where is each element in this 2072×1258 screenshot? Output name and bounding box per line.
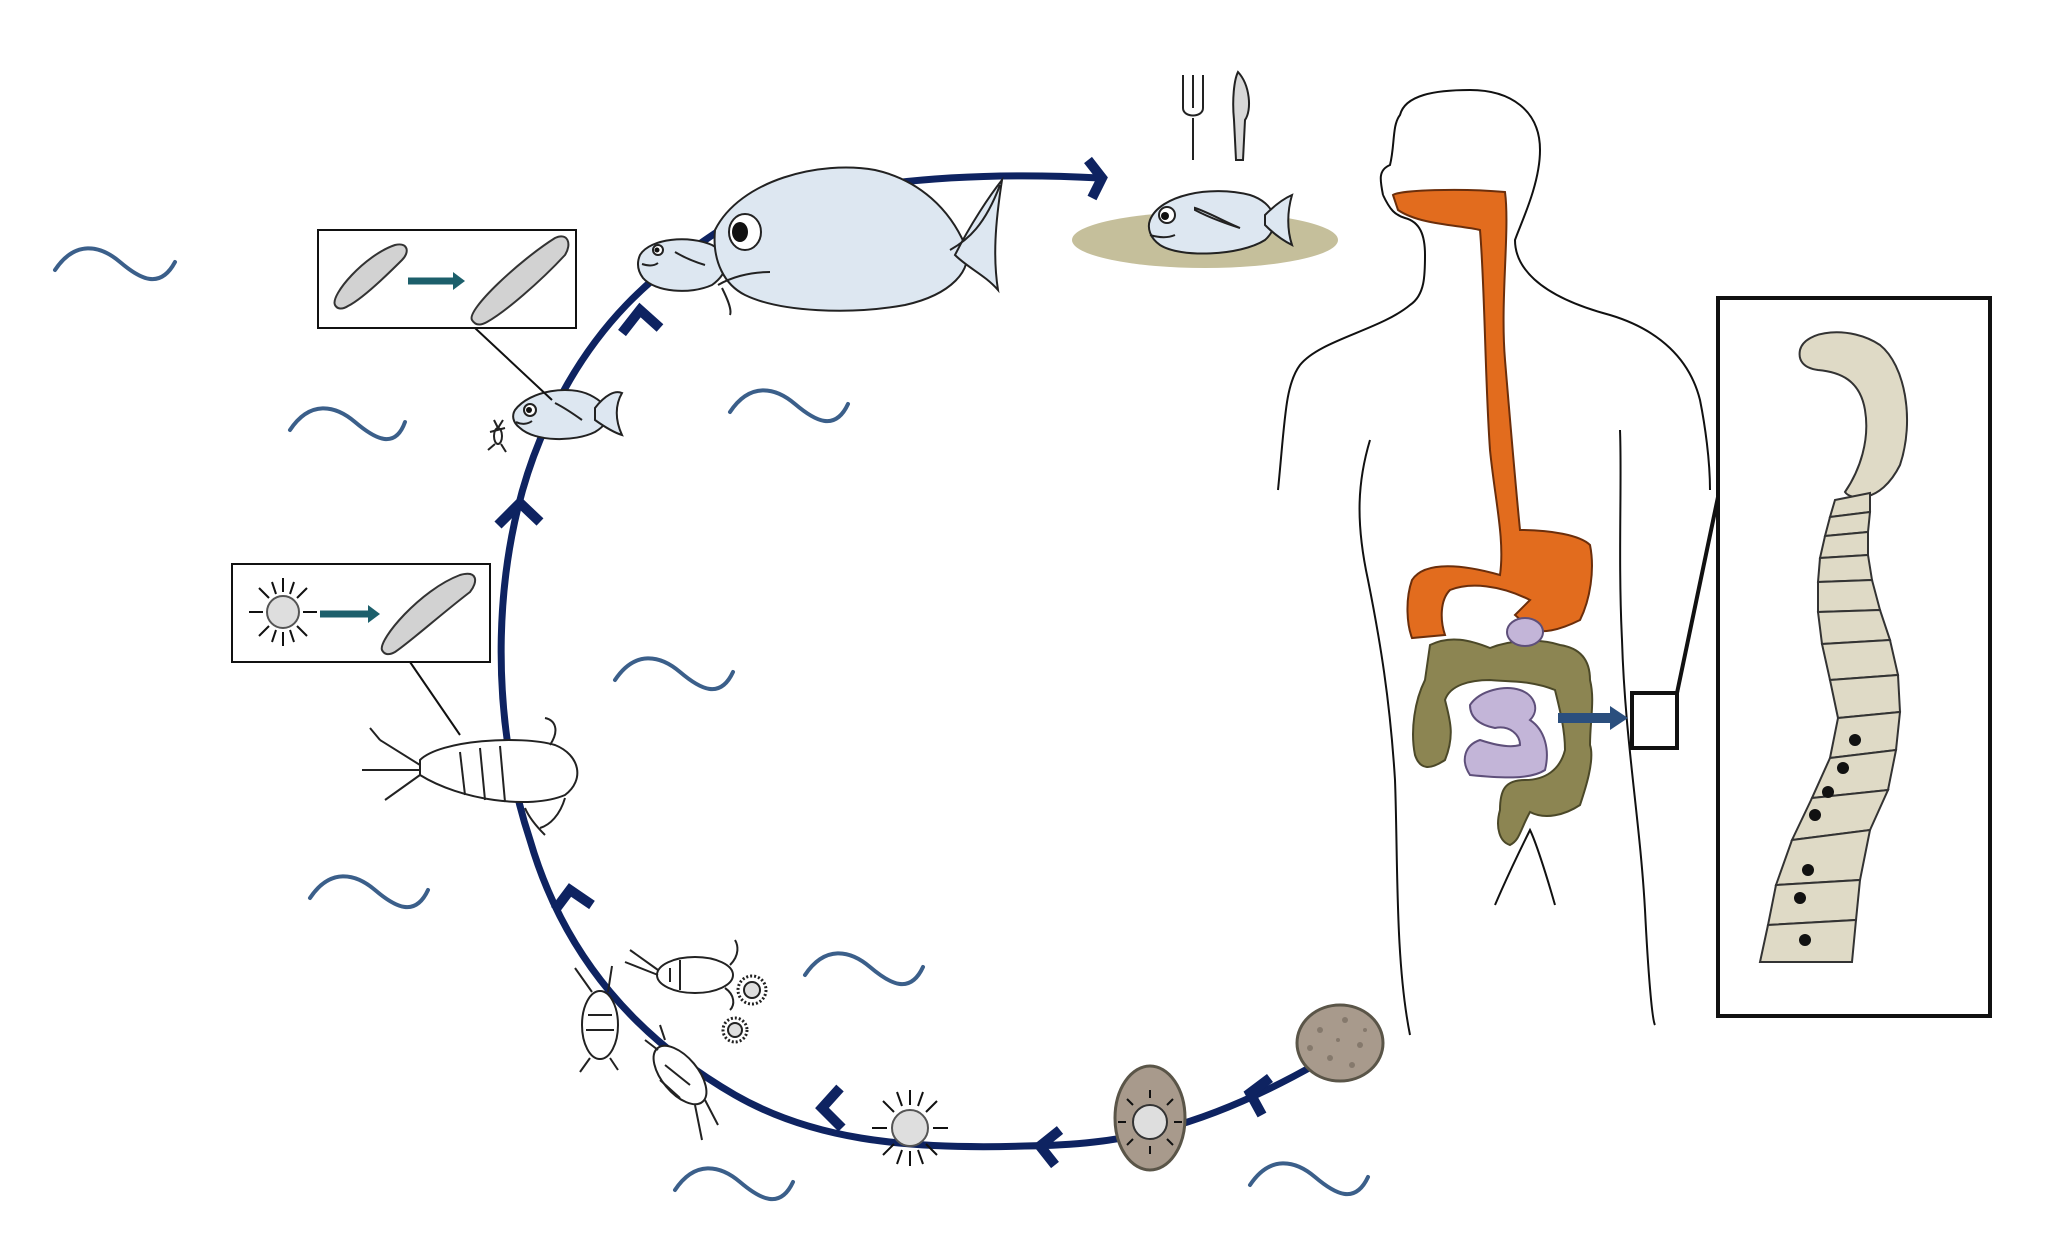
water-wave xyxy=(308,874,430,910)
small-coracidium xyxy=(736,974,768,1006)
procercoid-inset xyxy=(231,563,491,736)
human-body xyxy=(1277,88,1711,1036)
intestine-pointer xyxy=(1558,496,1720,750)
inset-procercoid xyxy=(380,572,477,656)
egg-stage xyxy=(1113,1003,1385,1172)
esophagus-and-stomach xyxy=(1391,188,1593,640)
adult-worm-inset xyxy=(1716,296,1992,1018)
copepod-with-procercoid xyxy=(362,717,579,836)
water-wave xyxy=(613,656,735,692)
coracidium xyxy=(872,1090,948,1166)
cycle-path xyxy=(497,172,1322,1151)
inset-procercoid-2 xyxy=(333,243,408,310)
copepod xyxy=(624,939,739,1011)
fish-predation xyxy=(637,166,1004,316)
small-fish xyxy=(512,389,624,440)
unembryonated-egg xyxy=(1295,1003,1385,1083)
prey-fish xyxy=(637,238,727,292)
cycle-arrowhead xyxy=(1084,156,1108,201)
plated-fish xyxy=(1147,190,1294,255)
cycle-arrowhead xyxy=(1032,1126,1064,1169)
large-fish xyxy=(713,166,1004,316)
duodenum xyxy=(1506,617,1544,647)
cycle-arrowhead xyxy=(551,883,595,913)
inset-plerocercoid xyxy=(470,235,570,326)
water-wave xyxy=(1248,1161,1370,1197)
head-and-torso-outline xyxy=(1379,88,1711,491)
intestine-zoom-box xyxy=(1630,691,1679,750)
fish-meal xyxy=(1072,70,1338,268)
colon xyxy=(1412,638,1594,847)
cycle-arrowhead xyxy=(618,302,664,337)
proglottid-uterus-dots xyxy=(1794,734,1861,946)
cycle-arc xyxy=(494,156,1322,1169)
water-waves xyxy=(53,246,1370,1202)
embryonated-egg-coracidium xyxy=(1118,1090,1182,1154)
cycle-arrowheads xyxy=(494,156,1273,1169)
zoom-callout-line xyxy=(1675,496,1720,694)
water-wave xyxy=(53,246,177,282)
inset-arrow xyxy=(320,605,380,623)
inset-coracidium xyxy=(249,578,317,646)
copepods-group xyxy=(574,939,768,1141)
knife-icon xyxy=(1232,70,1251,161)
copepod xyxy=(574,965,619,1073)
tiny-copepod xyxy=(487,419,507,453)
small-fish-eating-copepod xyxy=(487,389,624,453)
water-wave xyxy=(673,1166,795,1202)
small-intestine xyxy=(1463,687,1548,779)
inset-arrow xyxy=(408,272,465,290)
water-wave xyxy=(803,951,925,987)
water-wave xyxy=(288,406,407,442)
egg-speckles xyxy=(1307,1017,1367,1068)
fork-icon xyxy=(1182,75,1204,160)
cycle-arrowhead xyxy=(494,496,544,529)
copepod xyxy=(644,1024,719,1141)
callout-line xyxy=(474,327,553,401)
cycle-arrowhead xyxy=(815,1084,846,1132)
callout-line xyxy=(409,661,461,736)
digestive-tract xyxy=(1391,188,1594,847)
cycle-arrowhead xyxy=(1243,1074,1273,1118)
water-wave xyxy=(728,388,850,424)
proglottids xyxy=(1758,491,1902,963)
plerocercoid-inset xyxy=(317,229,577,401)
small-coracidium xyxy=(721,1016,749,1044)
